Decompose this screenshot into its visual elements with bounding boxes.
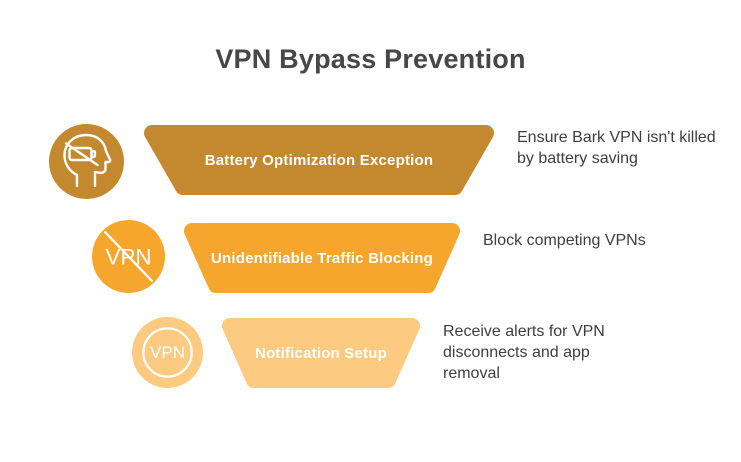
vpn-circle-icon: VPN <box>132 317 203 388</box>
funnel-step-description: Block competing VPNs <box>483 232 646 249</box>
funnel-step-label: Unidentifiable Traffic Blocking <box>210 249 434 267</box>
head-battery-disabled-icon <box>49 124 124 199</box>
funnel-trapezoid-shape <box>222 318 420 388</box>
funnel-step-description: Receive alerts for VPN disconnects and a… <box>443 323 605 382</box>
funnel-step-description: Ensure Bark VPN isn't killed by battery … <box>517 129 716 167</box>
funnel-step-traffic-blocking: Unidentifiable Traffic Blocking <box>184 223 460 293</box>
svg-text:VPN: VPN <box>150 343 185 362</box>
page-title: VPN Bypass Prevention <box>215 44 526 74</box>
funnel-trapezoid-shape <box>144 125 494 195</box>
funnel-step-label: Notification Setup <box>255 344 387 362</box>
funnel-step-notification-setup: Notification Setup <box>222 318 420 388</box>
funnel-trapezoid-shape <box>184 223 460 293</box>
vpn-blocked-icon: VPN <box>92 220 165 293</box>
funnel-step-label: Battery Optimization Exception <box>204 151 434 169</box>
funnel-step-battery-optimization: Battery Optimization Exception <box>144 125 494 195</box>
